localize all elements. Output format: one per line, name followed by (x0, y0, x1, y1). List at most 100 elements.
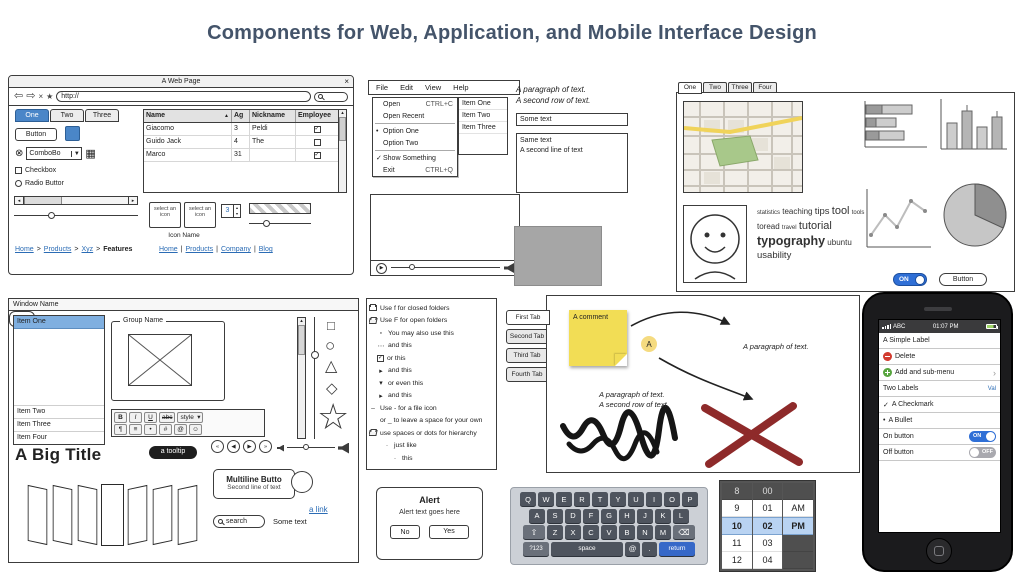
hyperlink[interactable]: a link (309, 505, 328, 514)
space-key[interactable]: space (551, 541, 623, 556)
cover-panel[interactable] (52, 484, 72, 546)
grid-row[interactable]: Giacomo 3 Peldi ✓ (144, 123, 338, 136)
key-j[interactable]: J (637, 508, 653, 523)
cover-panel[interactable] (77, 484, 97, 546)
emoji-button[interactable]: ☺ (189, 423, 202, 435)
employee-checkbox[interactable]: ✓ (313, 151, 321, 159)
multiline-button[interactable]: Multiline Butto Second line of text (213, 469, 295, 499)
paragraph-button[interactable]: ¶ (114, 423, 127, 435)
key-f[interactable]: F (583, 508, 599, 523)
menu-item-show-something[interactable]: ✓Show Something (373, 152, 457, 164)
tree-item[interactable]: use spaces or dots for hierarchy (369, 427, 494, 440)
key-l[interactable]: L (673, 508, 689, 523)
hour-cell-selected[interactable]: 10 (722, 517, 752, 535)
text-input[interactable]: Some text (516, 113, 628, 126)
icon-selector[interactable]: select an icon (184, 202, 216, 228)
tree-item[interactable]: ✓or this (369, 352, 494, 365)
scroll-up-icon[interactable]: ▴ (341, 110, 344, 116)
tab-two[interactable]: Two (50, 109, 84, 122)
tag[interactable]: tips (814, 206, 830, 217)
combobox[interactable]: ComboBo ▼ (26, 147, 83, 160)
search-field[interactable]: search (213, 515, 265, 528)
url-input[interactable]: http:// (56, 91, 311, 102)
hash-button[interactable]: # (159, 423, 172, 435)
hour-cell[interactable]: 12 (722, 551, 752, 569)
tab-one[interactable]: One (15, 109, 49, 122)
tree-item[interactable]: Use f for closed folders (369, 302, 494, 315)
key-h[interactable]: H (619, 508, 635, 523)
scroll-up-icon[interactable]: ▴ (300, 318, 303, 324)
calendar-icon[interactable]: ▦ (85, 148, 96, 160)
tag[interactable]: typography (757, 234, 826, 248)
nav-link[interactable]: Products (185, 246, 214, 253)
list-item[interactable]: Item One (459, 98, 507, 110)
symbols-key[interactable]: ?123 (523, 541, 549, 556)
breadcrumb-link[interactable]: Xyz (81, 246, 94, 253)
delete-minus-icon[interactable] (883, 352, 892, 361)
hour-wheel[interactable]: 8 9 10 11 12 (722, 483, 752, 569)
key-i[interactable]: I (646, 492, 662, 506)
meridiem-wheel[interactable]: AM PM (783, 483, 814, 569)
grid-row[interactable]: Guido Jack 4 The (144, 136, 338, 149)
toggle-on[interactable]: ON (893, 273, 927, 286)
tree-item[interactable]: ⋯and this (369, 340, 494, 353)
tab-three[interactable]: Three (85, 109, 119, 122)
no-button[interactable]: No (390, 525, 420, 539)
vertical-scrollbar[interactable]: ▴ (297, 317, 306, 439)
grid-header-employee[interactable]: Employee (298, 112, 332, 119)
tree-item[interactable]: ▸and this (369, 365, 494, 378)
x-circle-icon[interactable]: ⊗ (15, 148, 24, 159)
play-button[interactable]: ▶ (243, 440, 256, 453)
video-viewport[interactable] (371, 195, 519, 260)
horizontal-scrollbar[interactable]: ◂ ▸ (14, 196, 138, 205)
menu-row-bullet[interactable]: •A Bullet (879, 413, 1000, 429)
volume-icon[interactable] (504, 263, 514, 273)
nav-link[interactable]: Home (159, 246, 178, 253)
minute-cell[interactable]: 00 (752, 483, 783, 501)
key-g[interactable]: G (601, 508, 617, 523)
meridiem-cell[interactable]: AM (783, 500, 814, 518)
icon-selector[interactable]: select an icon (149, 202, 181, 228)
seek-knob[interactable] (409, 264, 415, 270)
cover-flow[interactable] (13, 475, 211, 555)
menu-row-checkmark[interactable]: ✓A Checkmark (879, 397, 1000, 413)
add-plus-icon[interactable] (883, 368, 892, 377)
radio-circle[interactable] (15, 180, 22, 187)
scroll-right-icon[interactable]: ▸ (128, 197, 137, 204)
key-s[interactable]: S (547, 508, 563, 523)
triangle-right-icon[interactable]: ▸ (379, 367, 383, 375)
yes-button[interactable]: Yes (429, 525, 469, 539)
key-v[interactable]: V (601, 525, 617, 539)
key-c[interactable]: C (583, 525, 599, 539)
tag[interactable]: ubuntu (827, 238, 852, 247)
tab-third[interactable]: Third Tab (506, 348, 548, 363)
minute-wheel[interactable]: 00 01 02 03 04 (752, 483, 783, 569)
minute-cell[interactable]: 01 (752, 500, 783, 518)
key-e[interactable]: E (556, 492, 572, 506)
tree-item[interactable]: ▾or even this (369, 377, 494, 390)
key-o[interactable]: O (664, 492, 680, 506)
panel-tab-one[interactable]: One (678, 82, 702, 94)
menu-view[interactable]: View (425, 83, 442, 92)
browser-titlebar[interactable]: A Web Page × (9, 76, 353, 88)
play-button[interactable]: ▶ (376, 262, 387, 274)
key-q[interactable]: Q (520, 492, 536, 506)
list-item[interactable]: Item Three (14, 418, 104, 431)
meridiem-cell[interactable] (783, 483, 814, 501)
slider-knob[interactable] (48, 212, 55, 219)
scrollbar-thumb[interactable] (298, 325, 305, 355)
menu-row-add-submenu[interactable]: Add and sub-menu› (879, 365, 1000, 381)
tag[interactable]: usability (757, 250, 792, 261)
key-x[interactable]: X (565, 525, 581, 539)
tree-item[interactable]: –Use - for a file icon (369, 402, 494, 415)
list-item[interactable]: Item Four (14, 431, 104, 444)
tag[interactable]: tool (831, 205, 850, 217)
prev-button[interactable]: « (211, 440, 224, 453)
grid-scrollbar[interactable]: ▴ (338, 110, 346, 192)
backspace-key-icon[interactable]: ⌫ (673, 525, 695, 539)
cover-panel[interactable] (27, 484, 47, 546)
meridiem-cell-selected[interactable]: PM (783, 517, 814, 535)
volume-knob[interactable] (303, 444, 309, 450)
key-b[interactable]: B (619, 525, 635, 539)
